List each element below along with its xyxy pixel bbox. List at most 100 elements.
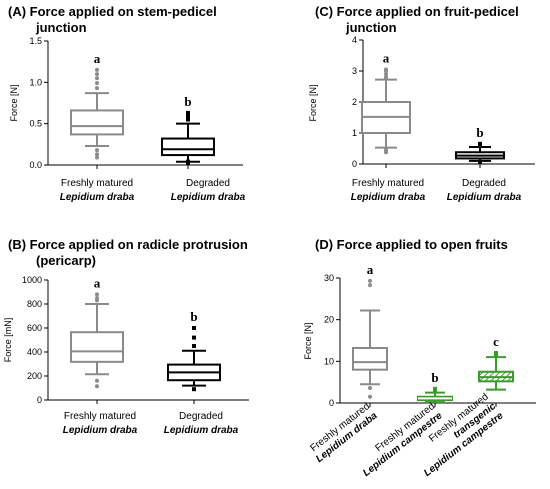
- y-tick-label: 1000: [22, 275, 42, 285]
- category-label: Degraded: [462, 178, 506, 189]
- box-plot-2: b: [167, 309, 221, 392]
- outlier-point: [95, 152, 99, 157]
- outlier-point: [95, 155, 99, 160]
- outlier-point: [433, 386, 437, 391]
- category-label: Lepidium draba: [164, 425, 239, 436]
- y-tick-label: 30: [324, 273, 334, 283]
- outlier-point: [95, 67, 99, 72]
- panel-title-line-1: (A) Force applied on stem-pedicel: [8, 4, 217, 19]
- outlier-point: [95, 148, 99, 153]
- box-plot-1: a: [361, 50, 411, 155]
- y-tick-label: 0: [329, 398, 334, 408]
- category-label: Degraded: [179, 411, 223, 422]
- box-iqr: [352, 347, 388, 371]
- outlier-point: [95, 76, 99, 81]
- panel-title-line-1: (B) Force applied on radicle protrusion: [8, 237, 248, 252]
- y-tick-label: 10: [324, 356, 334, 366]
- outlier-point: [433, 388, 437, 393]
- box-iqr: [161, 137, 215, 157]
- category-label: Freshly matured: [64, 411, 136, 422]
- y-axis-label: Force [N]: [303, 322, 313, 359]
- outlier-point: [95, 292, 99, 297]
- category-label: Freshly matured: [352, 178, 424, 189]
- outlier-point: [192, 335, 196, 340]
- significance-letter: b: [476, 125, 483, 140]
- outlier-point: [186, 117, 190, 122]
- y-tick-label: 200: [27, 371, 42, 381]
- y-tick-label: 4: [352, 35, 357, 45]
- category-label: Lepidium draba: [63, 425, 138, 436]
- outlier-point: [368, 278, 372, 283]
- outlier-point: [186, 159, 190, 164]
- box-plot-1: a: [70, 275, 124, 389]
- y-axis-label: Force [N]: [9, 84, 19, 121]
- y-tick-label: 1.0: [29, 77, 42, 87]
- category-label: Lepidium draba: [351, 192, 426, 203]
- box-plot-2: b: [417, 370, 453, 404]
- outlier-point: [368, 386, 372, 390]
- outlier-point: [186, 110, 190, 115]
- box-plot-3: c: [478, 334, 514, 391]
- outlier-point: [95, 378, 99, 383]
- panel-a: (A) Force applied on stem-pedicel juncti…: [8, 4, 246, 203]
- category-label: Lepidium draba: [60, 192, 135, 203]
- outlier-point: [192, 387, 196, 392]
- significance-letter: c: [493, 334, 499, 349]
- box-plot-1: a: [352, 262, 388, 399]
- panel-title-line-2: (pericarp): [36, 253, 96, 268]
- category-label: Lepidium draba: [447, 192, 522, 203]
- outlier-point: [95, 86, 99, 91]
- outlier-point: [384, 72, 388, 77]
- panel-title-line-2: junction: [35, 20, 87, 35]
- y-tick-label: 3: [352, 66, 357, 76]
- y-tick-label: 0: [352, 159, 357, 169]
- significance-letter: a: [94, 275, 101, 290]
- significance-letter: a: [367, 262, 374, 277]
- y-axis-label: Force [mN]: [3, 318, 13, 363]
- y-tick-label: 1: [352, 128, 357, 138]
- category-label: Lepidium draba: [171, 192, 246, 203]
- y-tick-label: 400: [27, 347, 42, 357]
- y-tick-label: 20: [324, 315, 334, 325]
- category-label: Freshly matured: [61, 178, 133, 189]
- category-label: Degraded: [186, 178, 230, 189]
- panel-d: (D) Force applied to open fruits Force […: [303, 237, 536, 479]
- outlier-point: [95, 81, 99, 86]
- outlier-point: [384, 150, 388, 155]
- panel-title-line-2: junction: [345, 20, 397, 35]
- panel-title-line-1: (D) Force applied to open fruits: [315, 237, 508, 252]
- panel-c: (C) Force applied on fruit-pedicel junct…: [308, 4, 535, 203]
- outlier-point: [478, 160, 482, 165]
- y-tick-label: 0.0: [29, 160, 42, 170]
- outlier-point: [192, 326, 196, 330]
- significance-letter: b: [431, 370, 438, 385]
- outlier-point: [368, 394, 372, 399]
- box-plot-1: a: [70, 51, 124, 160]
- significance-letter: b: [190, 309, 197, 324]
- y-tick-label: 1.5: [29, 36, 42, 46]
- y-tick-label: 800: [27, 299, 42, 309]
- significance-letter: a: [94, 51, 101, 66]
- outlier-point: [494, 351, 498, 355]
- outlier-point: [478, 141, 482, 146]
- outlier-point: [95, 296, 99, 300]
- y-tick-label: 0.5: [29, 119, 42, 129]
- outlier-point: [95, 384, 99, 389]
- outlier-point: [384, 75, 388, 80]
- panel-title-line-1: (C) Force applied on fruit-pedicel: [315, 4, 519, 19]
- box-plot-2: b: [161, 94, 215, 166]
- outlier-point: [95, 72, 99, 77]
- y-tick-label: 0: [37, 395, 42, 405]
- box-plot-2: b: [455, 125, 505, 165]
- outlier-point: [384, 67, 388, 72]
- y-tick-label: 600: [27, 323, 42, 333]
- outlier-point: [192, 344, 196, 348]
- significance-letter: a: [383, 50, 390, 65]
- box-iqr: [70, 109, 124, 136]
- outlier-point: [368, 283, 372, 288]
- y-tick-label: 2: [352, 97, 357, 107]
- significance-letter: b: [184, 94, 191, 109]
- box-iqr: [70, 331, 124, 363]
